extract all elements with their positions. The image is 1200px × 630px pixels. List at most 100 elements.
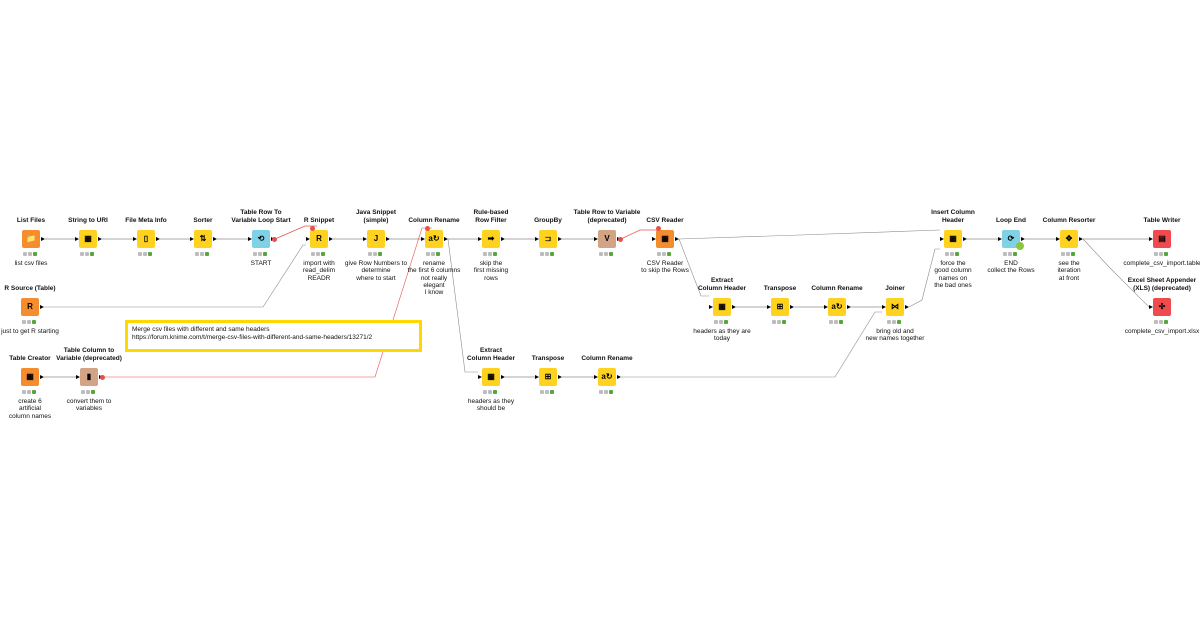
output-port[interactable] bbox=[98, 237, 102, 241]
output-port[interactable] bbox=[501, 237, 505, 241]
output-port[interactable] bbox=[156, 237, 160, 241]
loop-start-icon[interactable]: ⟲ bbox=[252, 230, 270, 248]
icon-glyph: ⊞ bbox=[544, 372, 552, 381]
variable-connection[interactable] bbox=[103, 227, 432, 378]
variable-port[interactable] bbox=[100, 375, 105, 380]
output-port[interactable] bbox=[1021, 237, 1025, 241]
column-rename-icon[interactable]: a↻ bbox=[598, 368, 616, 386]
output-port[interactable] bbox=[386, 237, 390, 241]
insert-header-icon[interactable]: ▦ bbox=[944, 230, 962, 248]
java-snippet-icon[interactable]: J bbox=[367, 230, 385, 248]
input-port[interactable] bbox=[882, 305, 886, 309]
input-port[interactable] bbox=[767, 305, 771, 309]
variable-port[interactable] bbox=[310, 226, 315, 231]
output-port[interactable] bbox=[847, 305, 851, 309]
data-connection[interactable] bbox=[678, 238, 709, 297]
input-port[interactable] bbox=[940, 237, 944, 241]
output-port[interactable] bbox=[963, 237, 967, 241]
input-port[interactable] bbox=[363, 237, 367, 241]
output-port[interactable] bbox=[790, 305, 794, 309]
file-info-icon[interactable]: ▯ bbox=[137, 230, 155, 248]
column-resorter-icon[interactable]: ✥ bbox=[1060, 230, 1078, 248]
input-port[interactable] bbox=[1149, 237, 1153, 241]
folder-file-icon[interactable]: 📁 bbox=[22, 230, 40, 248]
input-port[interactable] bbox=[421, 237, 425, 241]
icon-glyph: a↻ bbox=[831, 302, 843, 311]
input-port[interactable] bbox=[1056, 237, 1060, 241]
input-port[interactable] bbox=[594, 375, 598, 379]
node-status-traffic-light bbox=[23, 252, 39, 257]
data-connection[interactable] bbox=[1082, 238, 1150, 308]
output-port[interactable] bbox=[1079, 237, 1083, 241]
variable-port[interactable] bbox=[618, 237, 623, 242]
input-port[interactable] bbox=[248, 237, 252, 241]
output-port[interactable] bbox=[501, 375, 505, 379]
extract-header-icon[interactable]: ▦ bbox=[482, 368, 500, 386]
data-connection[interactable] bbox=[621, 311, 882, 378]
row-to-variable-icon[interactable]: V bbox=[598, 230, 616, 248]
row-filter-icon[interactable]: ➡ bbox=[482, 230, 500, 248]
icon-glyph: ⊐ bbox=[544, 234, 552, 243]
output-port[interactable] bbox=[732, 305, 736, 309]
input-port[interactable] bbox=[190, 237, 194, 241]
input-port[interactable] bbox=[824, 305, 828, 309]
output-port[interactable] bbox=[905, 305, 909, 309]
output-port[interactable] bbox=[40, 305, 44, 309]
output-port[interactable] bbox=[444, 237, 448, 241]
variable-port[interactable] bbox=[425, 226, 430, 231]
input-port[interactable] bbox=[76, 375, 80, 379]
icon-glyph: V bbox=[604, 234, 610, 243]
input-port[interactable] bbox=[535, 375, 539, 379]
table-writer-icon[interactable]: ▤ bbox=[1153, 230, 1171, 248]
table-creator-icon[interactable]: ▦ bbox=[21, 368, 39, 386]
input-port[interactable] bbox=[1149, 305, 1153, 309]
input-port[interactable] bbox=[478, 375, 482, 379]
data-connection[interactable] bbox=[44, 244, 306, 308]
column-to-variable-icon[interactable]: ▮ bbox=[80, 368, 98, 386]
input-port[interactable] bbox=[998, 237, 1002, 241]
extract-header-icon[interactable]: ▦ bbox=[713, 298, 731, 316]
transpose-icon[interactable]: ⊞ bbox=[771, 298, 789, 316]
output-port[interactable] bbox=[41, 237, 45, 241]
output-port[interactable] bbox=[617, 375, 621, 379]
column-rename-icon[interactable]: a↻ bbox=[425, 230, 443, 248]
sort-arrows-icon[interactable]: ⇅ bbox=[194, 230, 212, 248]
data-connection[interactable] bbox=[447, 238, 478, 373]
variable-connection[interactable] bbox=[620, 229, 659, 240]
r-source-icon[interactable]: R bbox=[21, 298, 39, 316]
r-snippet-icon[interactable]: R bbox=[310, 230, 328, 248]
variable-port[interactable] bbox=[656, 226, 661, 231]
data-connection[interactable] bbox=[908, 248, 940, 308]
input-port[interactable] bbox=[75, 237, 79, 241]
workflow-annotation[interactable]: Merge csv files with different and same … bbox=[125, 320, 422, 352]
node-description: skip the first missing rows bbox=[473, 260, 509, 282]
output-port[interactable] bbox=[558, 375, 562, 379]
excel-appender-icon[interactable]: ✣ bbox=[1153, 298, 1171, 316]
node-status-traffic-light bbox=[714, 320, 730, 325]
output-port[interactable] bbox=[40, 375, 44, 379]
output-port[interactable] bbox=[329, 237, 333, 241]
icon-glyph: ⟲ bbox=[257, 234, 265, 243]
node-status-traffic-light bbox=[138, 252, 154, 257]
output-port[interactable] bbox=[675, 237, 679, 241]
data-connection[interactable] bbox=[678, 229, 941, 240]
output-port[interactable] bbox=[558, 237, 562, 241]
output-port[interactable] bbox=[213, 237, 217, 241]
input-port[interactable] bbox=[478, 237, 482, 241]
joiner-icon[interactable]: ⋈ bbox=[886, 298, 904, 316]
input-port[interactable] bbox=[133, 237, 137, 241]
column-rename-icon[interactable]: a↻ bbox=[828, 298, 846, 316]
node-description: complete_csv_import.table bbox=[1123, 260, 1200, 267]
groupby-icon[interactable]: ⊐ bbox=[539, 230, 557, 248]
csv-reader-icon[interactable]: ▦ bbox=[656, 230, 674, 248]
variable-port[interactable] bbox=[272, 237, 277, 242]
input-port[interactable] bbox=[709, 305, 713, 309]
loop-end-icon[interactable]: ⟳ bbox=[1002, 230, 1020, 248]
input-port[interactable] bbox=[652, 237, 656, 241]
input-port[interactable] bbox=[594, 237, 598, 241]
input-port[interactable] bbox=[306, 237, 310, 241]
transpose-icon[interactable]: ⊞ bbox=[539, 368, 557, 386]
uri-table-icon[interactable]: ▦ bbox=[79, 230, 97, 248]
input-port[interactable] bbox=[535, 237, 539, 241]
